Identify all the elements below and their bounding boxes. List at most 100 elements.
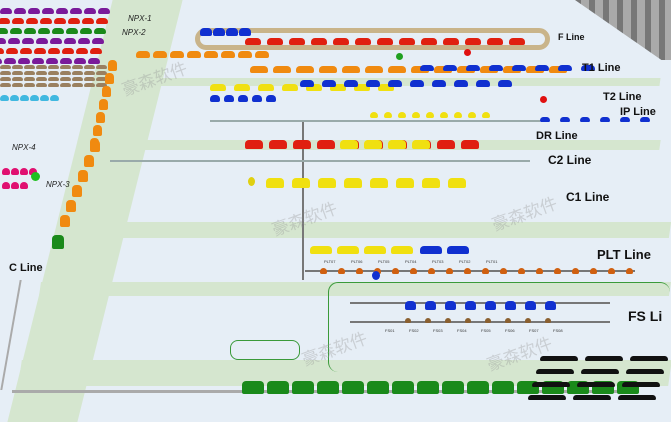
parking-slot — [536, 369, 574, 374]
stored-body — [11, 168, 19, 175]
carrier-t1 — [342, 66, 360, 73]
stored-body — [60, 58, 72, 64]
fs-station-label: FS07 — [529, 328, 539, 333]
stored-body — [239, 28, 251, 36]
stored-body — [38, 28, 50, 34]
plt-station-label: PLT01 — [486, 259, 498, 264]
carrier-orange — [90, 140, 100, 152]
storage-rack — [96, 77, 107, 81]
storage-rack — [24, 77, 35, 81]
body-f-line — [443, 38, 459, 45]
carrier-t1 — [250, 66, 268, 73]
body-t1 — [466, 65, 480, 71]
fs-station-label: FS05 — [481, 328, 491, 333]
body-f-line — [509, 38, 525, 45]
skid-fs — [505, 318, 511, 323]
stored-body — [52, 28, 64, 34]
storage-rack — [24, 83, 35, 87]
carrier-plt — [626, 268, 633, 274]
body-plt — [391, 246, 413, 254]
line-label-c2: C2 Line — [548, 153, 592, 167]
body-t1 — [420, 65, 434, 71]
stored-body — [56, 8, 68, 14]
line-label-ip: IP Line — [620, 106, 656, 118]
carrier-plt — [446, 268, 453, 274]
body-ip — [370, 112, 378, 118]
stored-body — [66, 28, 78, 34]
stored-body — [12, 18, 24, 24]
conveyor-path — [230, 340, 300, 360]
stored-body — [11, 182, 19, 189]
body-dr — [245, 140, 263, 149]
stored-body — [0, 95, 9, 101]
fs-station-label: FS02 — [409, 328, 419, 333]
body-fs — [505, 301, 516, 310]
carrier-green — [442, 381, 464, 394]
stored-body — [0, 28, 8, 34]
body-c1 — [292, 178, 310, 188]
npx-label: NPX-1 — [128, 14, 152, 23]
carrier-t1 — [319, 66, 337, 73]
storage-rack — [84, 83, 95, 87]
skid-fs — [485, 318, 491, 323]
line-label-t2: T2 Line — [603, 91, 642, 103]
stored-body — [50, 95, 59, 101]
carrier-t1 — [296, 66, 314, 73]
body-plt — [364, 246, 386, 254]
body-t1 — [535, 65, 549, 71]
body-t1 — [489, 65, 503, 71]
body-t2 — [366, 80, 380, 87]
body-t2 — [210, 84, 226, 91]
storage-rack — [12, 77, 23, 81]
fs-track — [350, 302, 610, 304]
body-plt — [420, 246, 442, 254]
stored-body — [0, 38, 6, 44]
body-t2 — [266, 95, 276, 102]
storage-rack — [72, 65, 83, 69]
stored-body — [213, 28, 225, 36]
plt-station-label: PLT04 — [405, 259, 417, 264]
body-t2 — [410, 80, 424, 87]
fs-station-label: FS01 — [385, 328, 395, 333]
body-t2 — [432, 80, 446, 87]
line-label-c1: C1 Line — [566, 190, 610, 204]
storage-rack — [84, 65, 95, 69]
stored-body — [6, 48, 18, 54]
carrier-orange — [60, 215, 70, 227]
carrier-orange — [105, 73, 114, 84]
body-f-line — [289, 38, 305, 45]
stored-body — [54, 18, 66, 24]
storage-rack — [48, 71, 59, 75]
carrier-orange — [153, 51, 167, 58]
carrier-orange — [78, 170, 88, 182]
storage-rack — [0, 71, 11, 75]
stored-body — [24, 28, 36, 34]
body-ip — [540, 117, 550, 122]
stored-body — [88, 58, 100, 64]
carrier-t1 — [388, 66, 406, 73]
body-ip — [620, 117, 630, 122]
carrier-orange — [72, 185, 82, 197]
carrier-plt — [590, 268, 597, 274]
npx-label: NPX-4 — [12, 143, 36, 152]
body-f-line — [465, 38, 481, 45]
stored-body — [4, 58, 16, 64]
stored-body — [20, 168, 28, 175]
line-label-f: F Line — [558, 32, 585, 42]
stored-body — [2, 168, 10, 175]
body-t2 — [210, 95, 220, 102]
npx-label: NPX-2 — [122, 28, 146, 37]
stored-body — [48, 48, 60, 54]
stored-body — [64, 38, 76, 44]
parking-slot — [532, 382, 570, 387]
carrier-plt — [428, 268, 435, 274]
carrier-plt — [536, 268, 543, 274]
body-ip — [482, 112, 490, 118]
carrier-plt — [482, 268, 489, 274]
skid-fs — [525, 318, 531, 323]
storage-rack — [36, 65, 47, 69]
storage-rack — [12, 83, 23, 87]
storage-rack — [84, 77, 95, 81]
carrier-orange — [255, 51, 269, 58]
body-t2 — [300, 80, 314, 87]
